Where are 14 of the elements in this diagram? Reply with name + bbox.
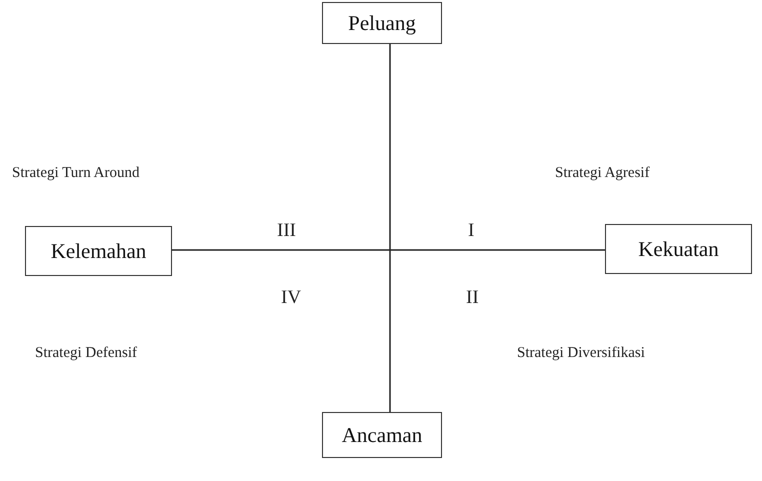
node-box: Kelemahan (25, 226, 172, 276)
node-box: Peluang (322, 2, 442, 44)
quadrant-number: I (468, 220, 474, 242)
node-box: Kekuatan (605, 224, 752, 274)
quadrant-number: IV (281, 287, 302, 309)
quadrant-number: II (466, 287, 479, 309)
axis-line (172, 249, 605, 251)
strategy-label: Strategi Agresif (555, 165, 650, 182)
strategy-label: Strategi Diversifikasi (517, 345, 645, 362)
strategy-label: Strategi Defensif (35, 345, 138, 362)
axis-line (389, 44, 391, 412)
strategy-label: Strategi Turn Around (12, 165, 140, 182)
quadrant-number: III (277, 220, 296, 242)
node-box: Ancaman (322, 412, 442, 458)
